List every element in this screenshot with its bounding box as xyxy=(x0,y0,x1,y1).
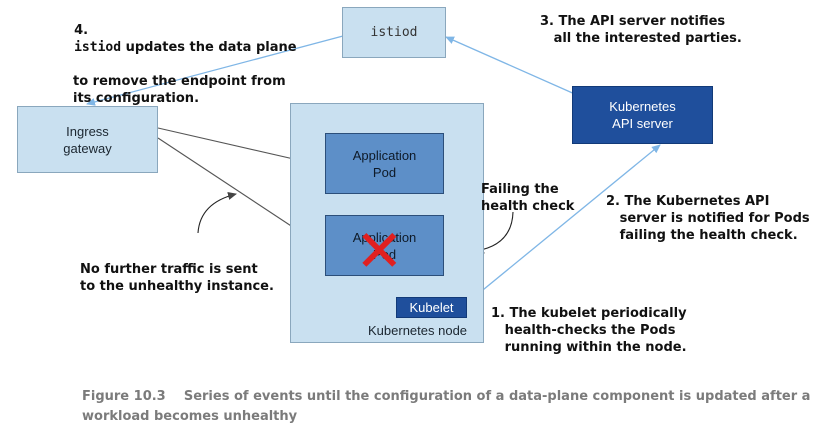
arrow-kubelet-to-api xyxy=(466,144,661,304)
no-traffic-annotation: No further traffic is sent to the unheal… xyxy=(80,262,274,294)
step4-annotation: 4. istiod updates the data plane to remo… xyxy=(56,5,297,141)
failing-health-check-annotation: Failing the health check xyxy=(481,182,575,214)
application-pod-healthy-label: Application Pod xyxy=(352,147,417,180)
failure-x-icon: ✕ xyxy=(355,217,404,285)
arrow-api-to-istiod xyxy=(445,36,578,96)
step4-code: istiod xyxy=(74,40,122,55)
ingress-gateway-label: Ingress gateway xyxy=(63,123,112,156)
step1-annotation: 1. The kubelet periodically health-check… xyxy=(491,306,687,355)
figure-caption-label: Figure 10.3 xyxy=(82,389,166,404)
application-pod-unhealthy: Application Pod xyxy=(325,215,444,276)
kubelet-box: Kubelet xyxy=(396,297,467,318)
application-pod-healthy: Application Pod xyxy=(325,133,444,194)
arrow-istiod-to-ingress xyxy=(86,35,344,106)
figure-caption-text: Series of events until the configuration… xyxy=(82,389,811,424)
pointer-no-traffic xyxy=(197,192,237,234)
step4-number: 4. xyxy=(74,23,89,38)
kubelet-label: Kubelet xyxy=(409,300,454,315)
step3-annotation: 3. The API server notifies all the inter… xyxy=(540,14,742,46)
istiod-box: istiod xyxy=(342,7,446,58)
step4-rest: updates the data plane xyxy=(121,40,297,55)
step2-annotation: 2. The Kubernetes API server is notified… xyxy=(606,194,810,243)
step4-lines: to remove the endpoint from its configur… xyxy=(73,74,286,106)
kubernetes-api-server-box: Kubernetes API server xyxy=(572,86,713,144)
application-pod-unhealthy-label: Application Pod xyxy=(352,229,417,262)
ingress-gateway-box: Ingress gateway xyxy=(17,106,158,173)
kubernetes-node-label: Kubernetes node xyxy=(368,323,468,338)
istiod-label: istiod xyxy=(370,25,418,40)
figure-caption: Figure 10.3 Series of events until the c… xyxy=(82,387,812,427)
kubernetes-api-server-label: Kubernetes API server xyxy=(609,99,676,131)
